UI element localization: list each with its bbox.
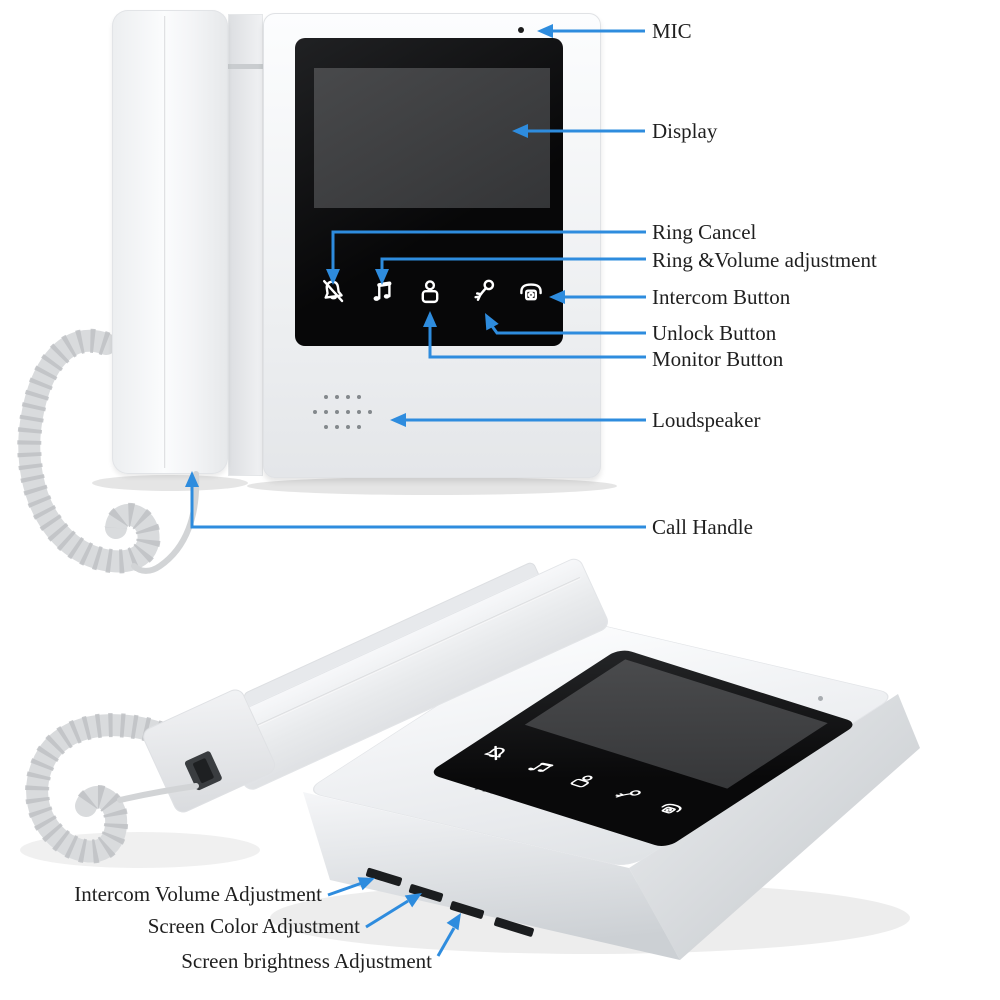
extra-slot	[494, 917, 534, 937]
bottom-mic-hole	[818, 696, 823, 701]
screen-color-slot	[408, 884, 444, 902]
key-icon	[604, 784, 651, 806]
adjustment-slots	[365, 867, 534, 937]
front-call-handle	[112, 10, 228, 474]
mic-hole	[518, 27, 524, 33]
ring-volume-label: Ring &Volume adjustment	[652, 248, 877, 272]
speaker-dot-row	[313, 410, 379, 414]
front-unit-shadow	[247, 477, 617, 495]
mic-label: MIC	[652, 19, 692, 43]
key-icon	[468, 276, 500, 308]
bottom-unit-right-face	[629, 694, 920, 960]
call-handle-label: Call Handle	[652, 515, 753, 539]
screen-brightness-label: Screen brightness Adjustment	[181, 949, 432, 973]
bell-slash-icon	[317, 276, 349, 308]
intercom-volume-label: Intercom Volume Adjustment	[74, 882, 322, 906]
bottom-coiled-cord	[25, 713, 193, 864]
speaker-dot-row	[324, 395, 379, 399]
loudspeaker-grill	[313, 395, 379, 429]
display-label: Display	[652, 119, 718, 143]
front-handset-shadow	[92, 475, 248, 491]
loudspeaker-label: Loudspeaker	[652, 408, 761, 432]
handset-seam	[164, 16, 166, 468]
intercom-button-label: Intercom Button	[652, 285, 791, 309]
screen-color-label: Screen Color Adjustment	[147, 914, 360, 938]
person-icon	[560, 770, 607, 792]
front-touch-panel	[295, 38, 563, 346]
unlock-button-label: Unlock Button	[652, 321, 777, 345]
music-note-icon	[516, 756, 563, 778]
music-note-icon	[365, 276, 397, 308]
intercom-volume-slot	[365, 867, 403, 887]
bell-slash-icon	[472, 742, 519, 764]
front-wall-bracket	[228, 14, 263, 476]
bracket-notch	[228, 64, 263, 69]
person-icon	[414, 276, 446, 308]
monitor-button-label: Monitor Button	[652, 347, 784, 371]
telephone-icon	[515, 276, 547, 308]
speaker-dot-row	[324, 425, 379, 429]
telephone-icon	[647, 798, 694, 820]
screen-brightness-slot	[449, 901, 485, 919]
ring-cancel-label: Ring Cancel	[652, 220, 757, 244]
front-display-screen	[314, 68, 550, 208]
bottom-unit-front-face	[303, 792, 680, 960]
